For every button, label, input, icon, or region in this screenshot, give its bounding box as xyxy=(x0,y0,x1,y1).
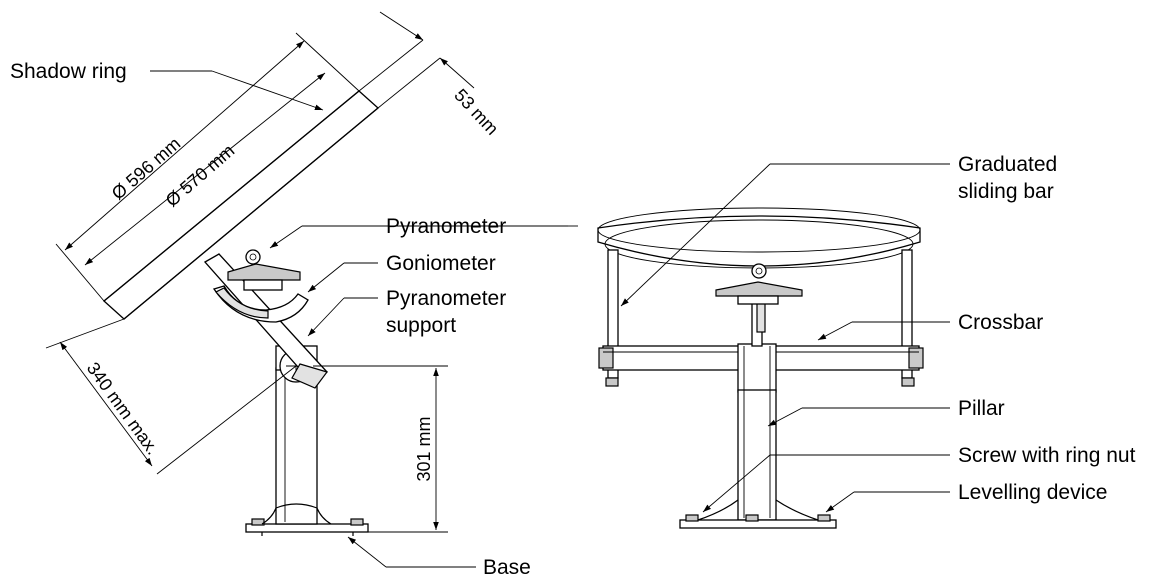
right-uprights xyxy=(605,249,915,387)
levelling-device-label: Levelling device xyxy=(958,481,1107,504)
goniometer-label: Goniometer xyxy=(386,252,496,275)
pillar-label: Pillar xyxy=(958,397,1005,420)
arm-length-label: 340 mm max. xyxy=(83,358,163,458)
crossbar-label: Crossbar xyxy=(958,311,1043,334)
right-shadow-ring xyxy=(597,207,921,269)
right-pyranometer-assembly xyxy=(715,263,803,347)
graduated-sliding-bar-label-line2: sliding bar xyxy=(958,180,1054,203)
pillar-height-dimension: 301 mm xyxy=(313,365,448,533)
pyranometer-support-label-line2: support xyxy=(386,314,456,337)
ring-width-label: 53 mm xyxy=(450,85,502,139)
pillar-height-label: 301 mm xyxy=(414,416,434,481)
shadow-ring-label: Shadow ring xyxy=(10,60,127,83)
left-callouts: Shadow ring Pyranometer Goniometer Pyran… xyxy=(10,60,578,579)
left-goniometer xyxy=(212,285,309,323)
left-pillar xyxy=(261,367,332,525)
ring-width-dimension: 53 mm xyxy=(358,11,502,139)
base-label: Base xyxy=(483,556,531,579)
pyranometer-label: Pyranometer xyxy=(386,215,506,238)
screw-with-ring-nut-label: Screw with ring nut xyxy=(958,444,1136,467)
right-callouts: Graduated sliding bar Crossbar Pillar Sc… xyxy=(620,153,1136,513)
right-pillar xyxy=(737,343,777,521)
arm-length-dimension: 340 mm max. xyxy=(45,318,297,475)
pyranometer-support-label-line1: Pyranometer xyxy=(386,287,506,310)
graduated-sliding-bar-label-line1: Graduated xyxy=(958,153,1057,176)
right-base-plate xyxy=(679,499,837,529)
right-front-view: Graduated sliding bar Crossbar Pillar Sc… xyxy=(597,153,1136,529)
left-side-view: Ø 596 mm Ø 570 mm 53 mm 340 mm max. xyxy=(10,11,578,579)
